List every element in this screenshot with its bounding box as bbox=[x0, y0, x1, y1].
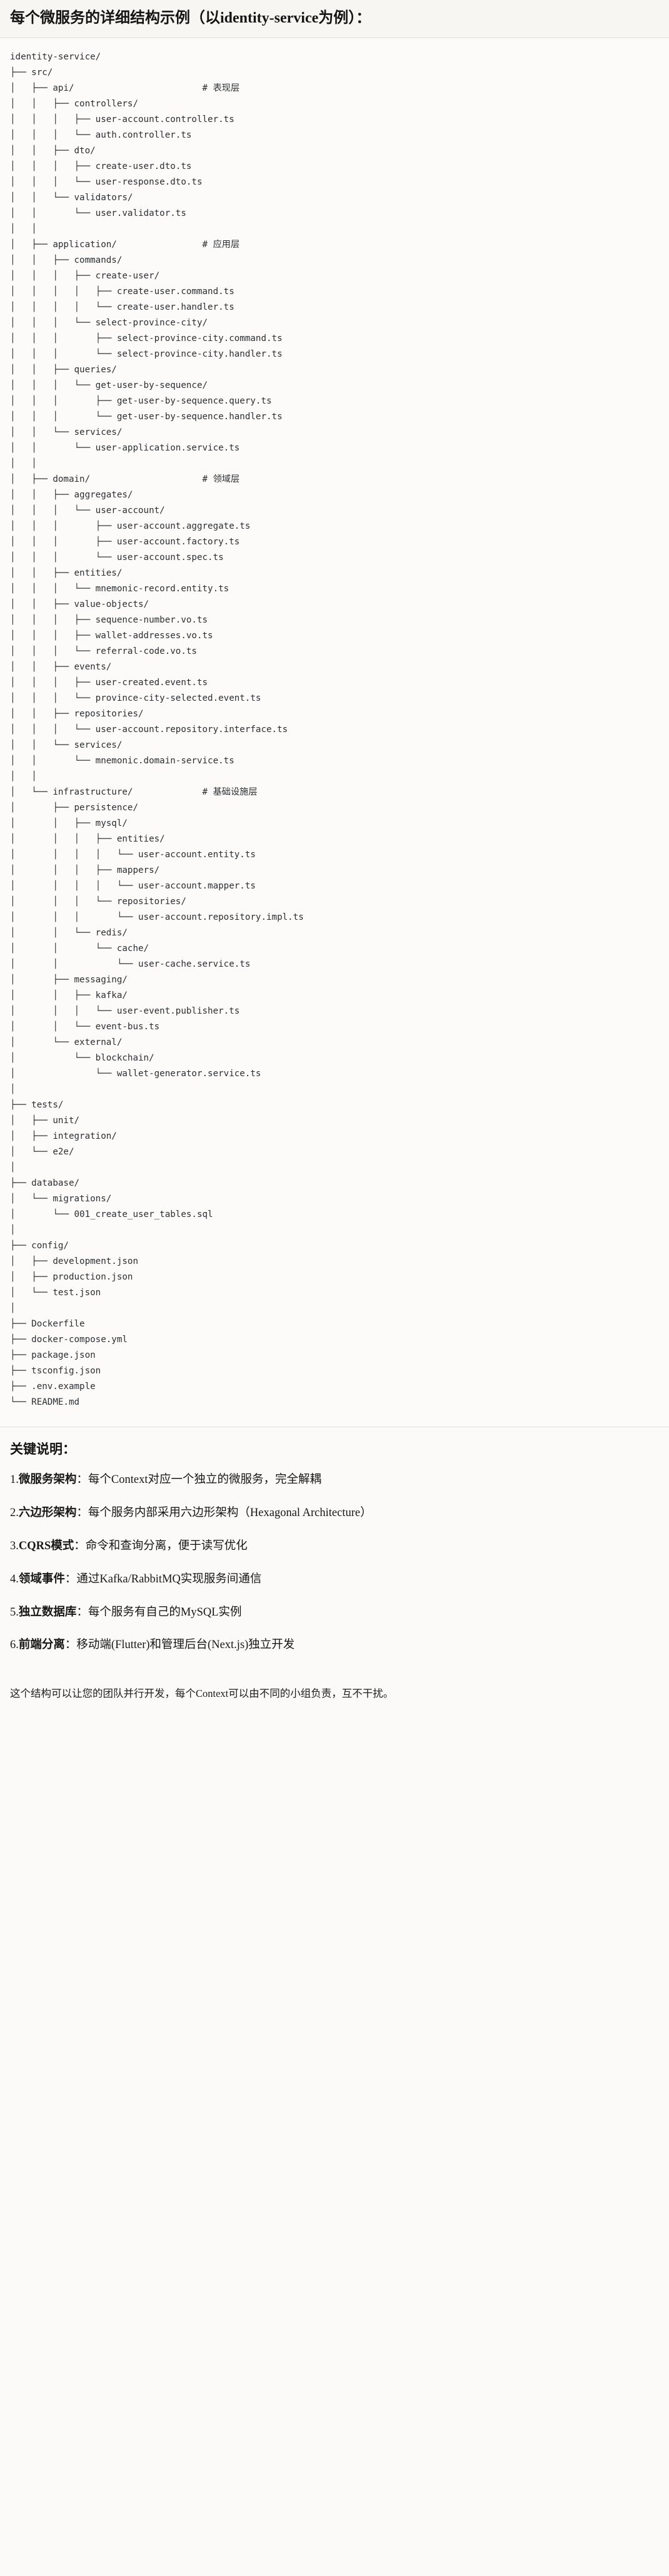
item-separator: ： bbox=[76, 1606, 88, 1619]
item-term: 微服务架构 bbox=[18, 1474, 77, 1487]
document-page: 每个微服务的详细结构示例（以identity-service为例）： ident… bbox=[0, 0, 669, 1713]
item-term: 领域事件 bbox=[18, 1572, 65, 1586]
item-body: 每个服务内部采用六边形架构（Hexagonal Architecture） bbox=[88, 1507, 372, 1520]
list-item: 5.独立数据库：每个服务有自己的MySQL实例 bbox=[10, 1604, 659, 1621]
list-item: 2.六边形架构：每个服务内部采用六边形架构（Hexagonal Architec… bbox=[10, 1505, 659, 1522]
page-title: 每个微服务的详细结构示例（以identity-service为例）： bbox=[10, 10, 371, 26]
item-separator: ： bbox=[74, 1539, 86, 1552]
key-points-block: 关键说明： 1.微服务架构：每个Context对应一个独立的微服务，完全解耦 2… bbox=[0, 1427, 669, 1671]
list-item: 4.领域事件：通过Kafka/RabbitMQ实现服务间通信 bbox=[10, 1571, 659, 1588]
item-number: 4. bbox=[10, 1572, 19, 1586]
closing-block: 这个结构可以让您的团队并行开发，每个Context可以由不同的小组负责，互不干扰… bbox=[0, 1670, 669, 1713]
item-body: 通过Kafka/RabbitMQ实现服务间通信 bbox=[76, 1572, 262, 1586]
item-number: 6. bbox=[10, 1639, 19, 1652]
item-separator: ： bbox=[64, 1639, 77, 1652]
key-points-title: 关键说明： bbox=[10, 1442, 76, 1457]
item-number: 2. bbox=[10, 1507, 19, 1520]
list-item: 1.微服务架构：每个Context对应一个独立的微服务，完全解耦 bbox=[10, 1472, 659, 1489]
closing-text: 这个结构可以让您的团队并行开发，每个Context可以由不同的小组负责，互不干扰… bbox=[10, 1688, 394, 1700]
directory-tree: identity-service/ ├── src/ │ ├── api/ # … bbox=[10, 52, 304, 1407]
item-number: 5. bbox=[10, 1606, 19, 1619]
item-separator: ： bbox=[76, 1474, 88, 1487]
heading-band: 每个微服务的详细结构示例（以identity-service为例）： bbox=[0, 0, 669, 38]
item-term: 独立数据库 bbox=[18, 1606, 77, 1619]
list-item: 6.前端分离：移动端(Flutter)和管理后台(Next.js)独立开发 bbox=[10, 1637, 659, 1654]
item-separator: ： bbox=[64, 1572, 77, 1586]
item-body: 每个服务有自己的MySQL实例 bbox=[88, 1606, 242, 1619]
item-number: 1. bbox=[10, 1474, 19, 1487]
list-item: 3.CQRS模式：命令和查询分离，便于读写优化 bbox=[10, 1538, 659, 1555]
item-term: 六边形架构 bbox=[18, 1507, 77, 1520]
item-body: 移动端(Flutter)和管理后台(Next.js)独立开发 bbox=[76, 1639, 295, 1652]
item-body: 命令和查询分离，便于读写优化 bbox=[85, 1539, 248, 1552]
item-term: 前端分离 bbox=[18, 1639, 65, 1652]
key-points-list: 1.微服务架构：每个Context对应一个独立的微服务，完全解耦 2.六边形架构… bbox=[10, 1472, 659, 1654]
directory-tree-block: identity-service/ ├── src/ │ ├── api/ # … bbox=[0, 38, 669, 1427]
item-body: 每个Context对应一个独立的微服务，完全解耦 bbox=[88, 1474, 321, 1487]
item-term: CQRS模式 bbox=[18, 1539, 74, 1552]
item-separator: ： bbox=[76, 1507, 88, 1520]
item-number: 3. bbox=[10, 1539, 19, 1552]
